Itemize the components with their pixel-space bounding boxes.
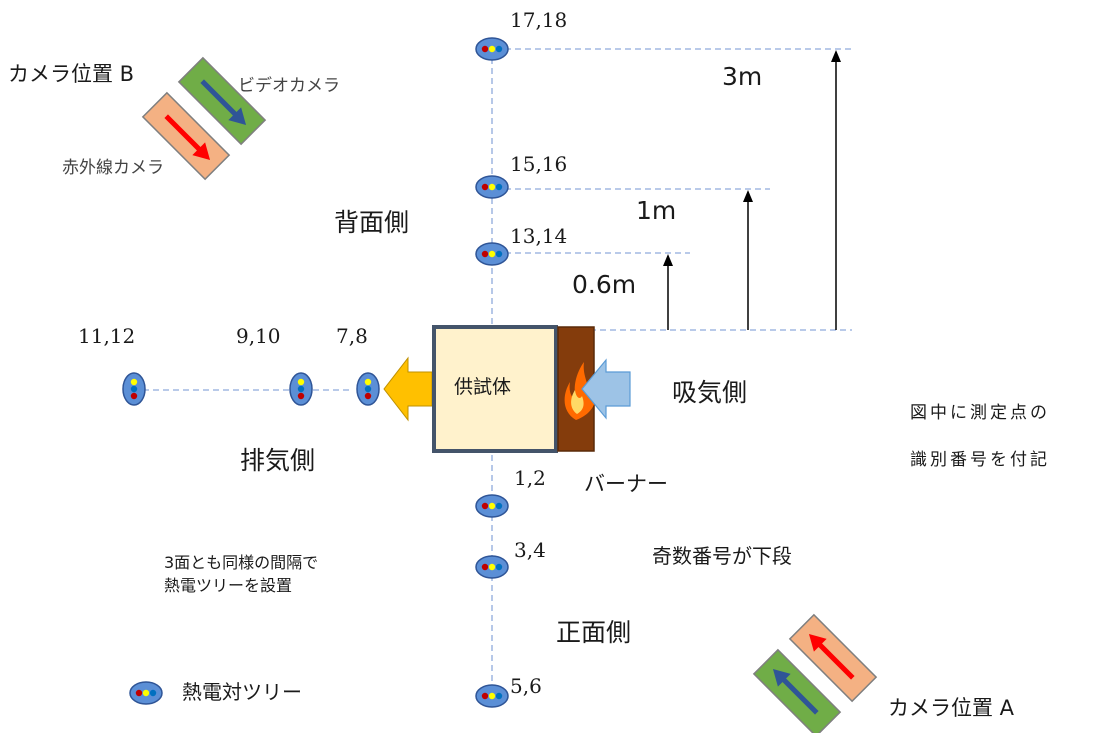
- point-label-5-6: 5,6: [510, 674, 542, 698]
- sensor-5-6: [475, 684, 509, 708]
- note-id-line1: 図中に測定点の: [910, 403, 1050, 423]
- sensor-3-4: [475, 555, 509, 579]
- camera-a: [752, 613, 878, 733]
- distance-label-1m: 1m: [636, 196, 677, 225]
- ir-camera-icon: [141, 91, 231, 181]
- sensor-7-8: [356, 372, 380, 406]
- video-camera-a-icon: [752, 648, 842, 733]
- note-spacing-line1: 3面とも同様の間隔で: [164, 553, 319, 572]
- sensor-11-12: [122, 372, 146, 406]
- distance-label-06m: 0.6m: [572, 270, 637, 299]
- camera-a-title: カメラ位置 A: [888, 696, 1015, 720]
- camera-b: [141, 56, 267, 181]
- sensor-13-14: [475, 242, 509, 266]
- ir-camera-a-icon: [788, 613, 878, 703]
- point-label-1-2: 1,2: [514, 466, 546, 490]
- sensor-9-10: [289, 372, 313, 406]
- side-label-front: 正面側: [556, 618, 632, 647]
- legend-label: 熱電対ツリー: [182, 680, 302, 704]
- distance-label-3m: 3m: [722, 62, 763, 91]
- sensor-15-16: [475, 175, 509, 199]
- burner-label: バーナー: [584, 472, 668, 496]
- note-id-line2: 識別番号を付記: [910, 450, 1050, 470]
- side-label-back: 背面側: [334, 208, 410, 237]
- side-label-intake: 吸気側: [672, 378, 748, 407]
- legend-sensor-icon: [129, 681, 163, 705]
- point-label-17-18: 17,18: [510, 8, 568, 32]
- point-label-7-8: 7,8: [336, 324, 368, 348]
- sensor-17-18: [475, 37, 509, 61]
- point-label-9-10: 9,10: [236, 324, 281, 348]
- note-odd-lower: 奇数番号が下段: [652, 544, 792, 568]
- intake-arrow: [581, 358, 631, 420]
- point-label-15-16: 15,16: [510, 152, 568, 176]
- point-label-11-12: 11,12: [78, 324, 136, 348]
- camera-b-title: カメラ位置 B: [8, 62, 135, 86]
- distance-arrows: [663, 50, 841, 330]
- specimen-label: 供試体: [454, 376, 512, 398]
- point-label-13-14: 13,14: [510, 224, 568, 248]
- side-label-exhaust: 排気側: [240, 446, 316, 475]
- video-camera-icon: [177, 56, 267, 146]
- sensor-1-2: [475, 494, 509, 518]
- specimen-box: [432, 325, 558, 453]
- exhaust-arrow: [383, 356, 433, 422]
- ir-camera-label: 赤外線カメラ: [62, 158, 164, 178]
- note-spacing-line2: 熱電ツリーを設置: [164, 576, 293, 595]
- point-label-3-4: 3,4: [514, 538, 546, 562]
- video-camera-label: ビデオカメラ: [238, 76, 340, 96]
